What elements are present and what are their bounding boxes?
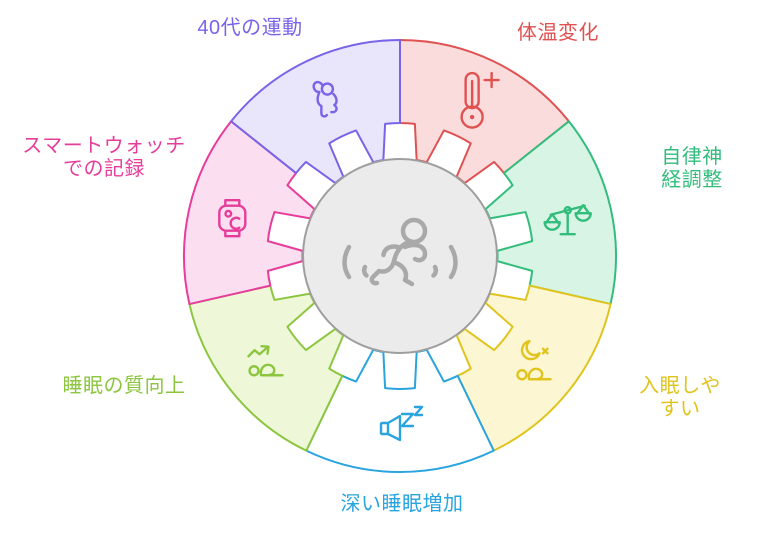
- label-deep-sleep-increase: 深い睡眠増加: [340, 493, 464, 515]
- label-easy-sleep-onset: 入眠しやすい: [639, 375, 721, 420]
- center-circle: [302, 158, 498, 354]
- segment-deep-sleep-increase: [305, 348, 495, 474]
- balance-scale-icon: [543, 204, 592, 236]
- snore-speaker-icon: [379, 405, 424, 442]
- thermometer-plus-icon: [460, 71, 500, 129]
- moon-sleeper-icon: [516, 340, 552, 381]
- exercise-person-icon: [312, 80, 338, 118]
- label-smartwatch-recording: スマートウォッチ での記録: [22, 135, 186, 180]
- label-sleep-quality: 睡眠の質向上: [62, 375, 186, 397]
- smartwatch-temp-icon: [218, 199, 247, 238]
- label-autonomic-nerve: 自律神経調整: [661, 146, 723, 191]
- sleep-trend-icon: [247, 345, 284, 377]
- label-exercise-in-40s: 40代の運動: [197, 17, 303, 39]
- label-body-temp-change: 体温変化: [517, 22, 599, 44]
- runner-icon: [342, 217, 458, 287]
